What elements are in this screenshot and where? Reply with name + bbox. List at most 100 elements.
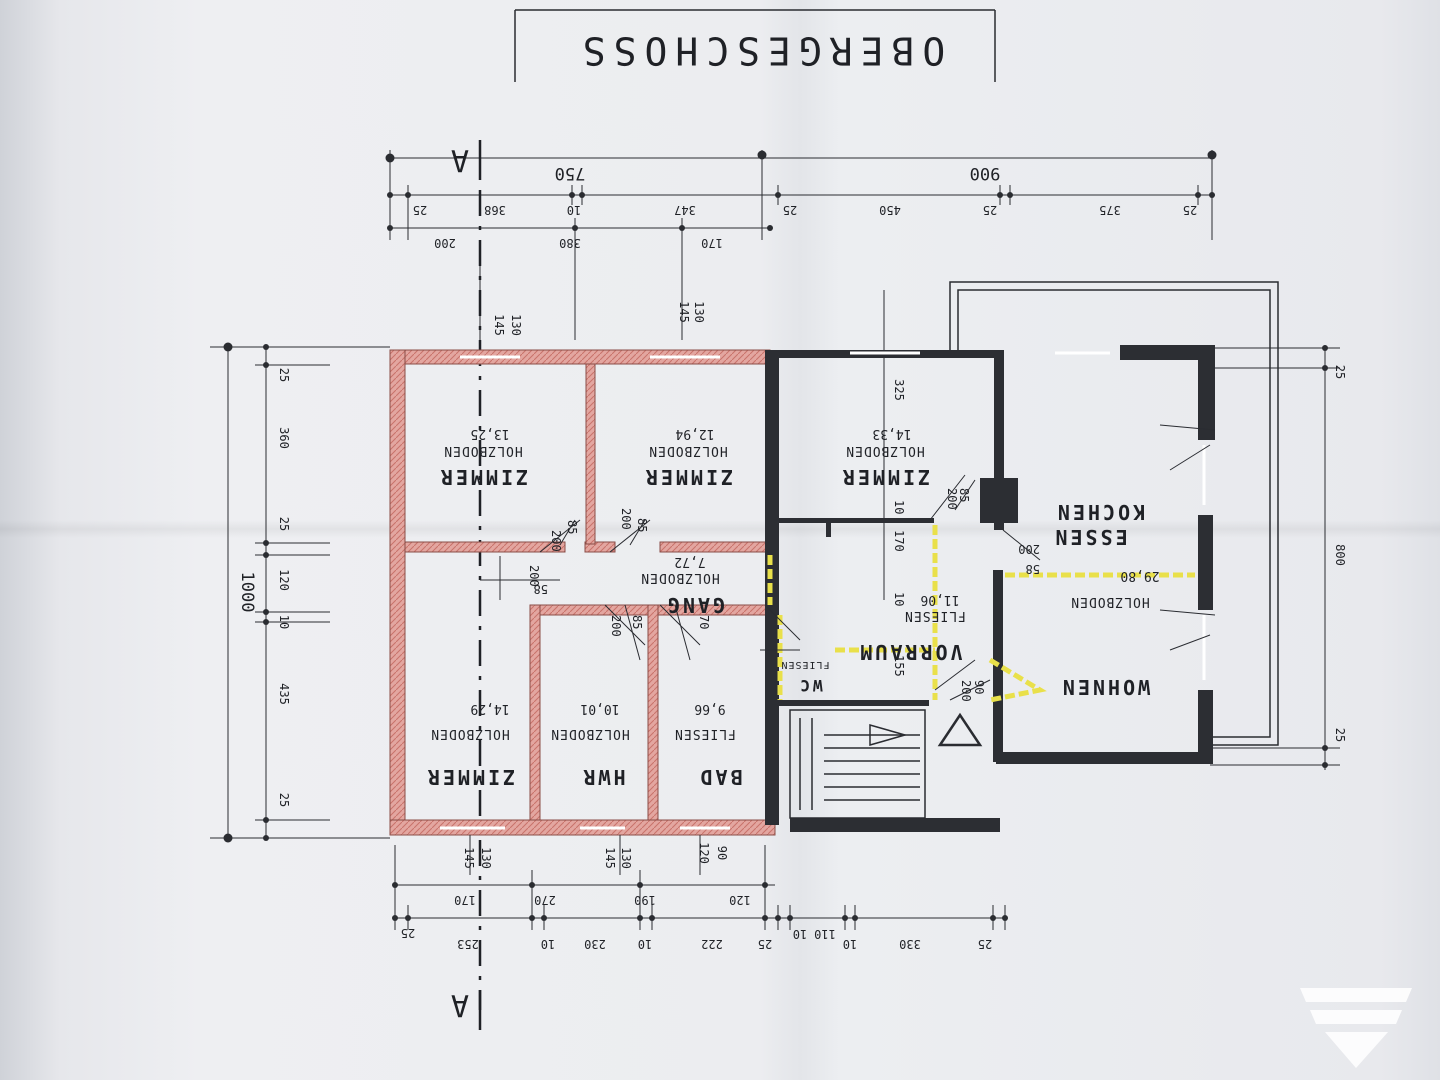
room-area: 11,06	[920, 592, 959, 607]
room-bad: BAD FLIESEN 9,66	[674, 701, 742, 789]
section-marker-bottom: A	[451, 987, 469, 1022]
dim-bottom-row2: 270	[534, 893, 556, 907]
dim-bottom-row2: 190	[634, 893, 656, 907]
room-kochen-essen: KOCHEN ESSEN	[1052, 500, 1145, 549]
room-floor: HOLZBODEN	[845, 443, 924, 458]
dim-bottom-row3: 25	[978, 937, 992, 951]
room-zimmer-2: ZIMMER HOLZBODEN 12,94	[643, 426, 733, 489]
dimension-nodes	[385, 150, 1217, 231]
room-area: 14,29	[470, 701, 509, 716]
room-area: 14,33	[872, 426, 911, 441]
title-block: OBERGESCHOSS	[514, 9, 996, 82]
plan-title: OBERGESCHOSS	[575, 29, 946, 73]
dim-bottom-row2: 170	[454, 893, 476, 907]
dim-bottom-row2: 120	[729, 893, 751, 907]
room-name: BAD	[697, 765, 742, 789]
left-dimension-nodes	[223, 342, 269, 843]
door-mark: 10	[892, 500, 906, 514]
door-mark: 58	[1026, 562, 1040, 576]
door-mark: 170	[892, 530, 906, 552]
tile-boundaries	[767, 525, 1195, 703]
door-mark: 200	[549, 530, 563, 552]
room-floor: HOLZBODEN	[1070, 594, 1149, 609]
room-floor: HOLZBODEN	[640, 570, 719, 585]
room-area: 29,80	[1120, 568, 1159, 583]
door-mark: 85	[957, 488, 971, 502]
paper-fold	[0, 520, 1440, 538]
room-name: ZIMMER	[425, 765, 515, 789]
door-mark: 200	[527, 565, 541, 587]
dim-window: 145	[677, 301, 691, 323]
dim-window: 130	[479, 847, 493, 869]
dim-right-part: 25	[1333, 365, 1347, 379]
door-swings	[480, 424, 1216, 701]
room-area: 7,72	[674, 554, 705, 569]
dim-bottom-row3: 230	[584, 937, 606, 951]
room-name-2: ESSEN	[1052, 525, 1127, 549]
room-name: WOHNEN	[1060, 675, 1150, 699]
dim-bottom-row3: 10	[793, 927, 807, 941]
dim-bottom-row3: 10	[638, 937, 652, 951]
room-area: 10,01	[580, 701, 619, 716]
dim-bottom-row3: 10	[541, 937, 555, 951]
room-hwr: HWR HOLZBODEN 10,01	[550, 701, 629, 789]
dim-window: 130	[619, 847, 633, 869]
room-gang: GANG HOLZBODEN 7,72	[640, 554, 725, 617]
room-zimmer-1: ZIMMER HOLZBODEN 13,25	[438, 426, 528, 489]
dim-window: 90	[715, 846, 729, 860]
dim-top-row2: 25	[413, 203, 427, 217]
dim-top-row3: 380	[559, 236, 581, 250]
dim-left-overall: 1000	[237, 572, 257, 613]
new-walls	[389, 349, 776, 836]
door-mark: 90	[972, 680, 986, 694]
room-name: WC	[797, 676, 822, 695]
dim-window: 325	[892, 379, 906, 401]
dim-left-part: 435	[277, 683, 291, 705]
dim-window: 145	[603, 847, 617, 869]
dim-top-row2: 450	[879, 203, 901, 217]
room-vorraum: VORRAUM FLIESEN 11,06	[857, 592, 966, 664]
door-mark: 85	[565, 520, 579, 534]
dim-top-row3: 200	[434, 236, 456, 250]
room-floor: FLIESEN	[674, 726, 736, 741]
room-name: VORRAUM	[857, 640, 962, 664]
door-mark: 200	[945, 488, 959, 510]
room-name: ZIMMER	[840, 465, 930, 489]
room-name: ZIMMER	[438, 465, 528, 489]
dim-window: 130	[509, 314, 523, 336]
dim-left-part: 120	[277, 569, 291, 591]
right-dimension-nodes	[1322, 345, 1328, 768]
dim-bottom-row3: 253	[457, 937, 479, 951]
dim-window: 120	[697, 842, 711, 864]
dim-window: 130	[692, 301, 706, 323]
dim-top-overall-1: 750	[555, 163, 586, 183]
dim-right-part: 25	[1333, 728, 1347, 742]
existing-walls	[765, 345, 1215, 832]
dim-bottom-row3: 25	[758, 937, 772, 951]
door-mark: 85	[630, 615, 644, 629]
dim-top-row3: 170	[701, 236, 723, 250]
dim-top-row2: 25	[783, 203, 797, 217]
door-mark: 200	[619, 508, 633, 530]
bottom-dimension-nodes	[392, 882, 1008, 921]
dim-right-part: 800	[1333, 544, 1347, 566]
dim-top-row2: 347	[674, 203, 696, 217]
brand-v-logo	[1300, 988, 1412, 1068]
door-mark: 200	[1018, 542, 1040, 556]
dim-left-part: 25	[277, 793, 291, 807]
room-area: 12,94	[675, 426, 714, 441]
room-floor: HOLZBODEN	[443, 443, 522, 458]
door-mark: 58	[534, 582, 548, 596]
dim-left-part: 25	[277, 517, 291, 531]
dim-bottom-row3: 222	[701, 937, 723, 951]
dim-top-row2: 25	[1183, 203, 1197, 217]
door-mark: 200	[609, 615, 623, 637]
room-zimmer-4: ZIMMER HOLZBODEN 14,29	[425, 701, 515, 789]
room-area: 9,66	[694, 701, 725, 716]
door-labels: 200 85 200 85 200 58 200 85 200 58 85 20…	[527, 488, 1040, 702]
dim-bottom-row3: 330	[899, 937, 921, 951]
left-dimensions	[210, 345, 390, 840]
room-floor: HOLZBODEN	[430, 726, 509, 741]
